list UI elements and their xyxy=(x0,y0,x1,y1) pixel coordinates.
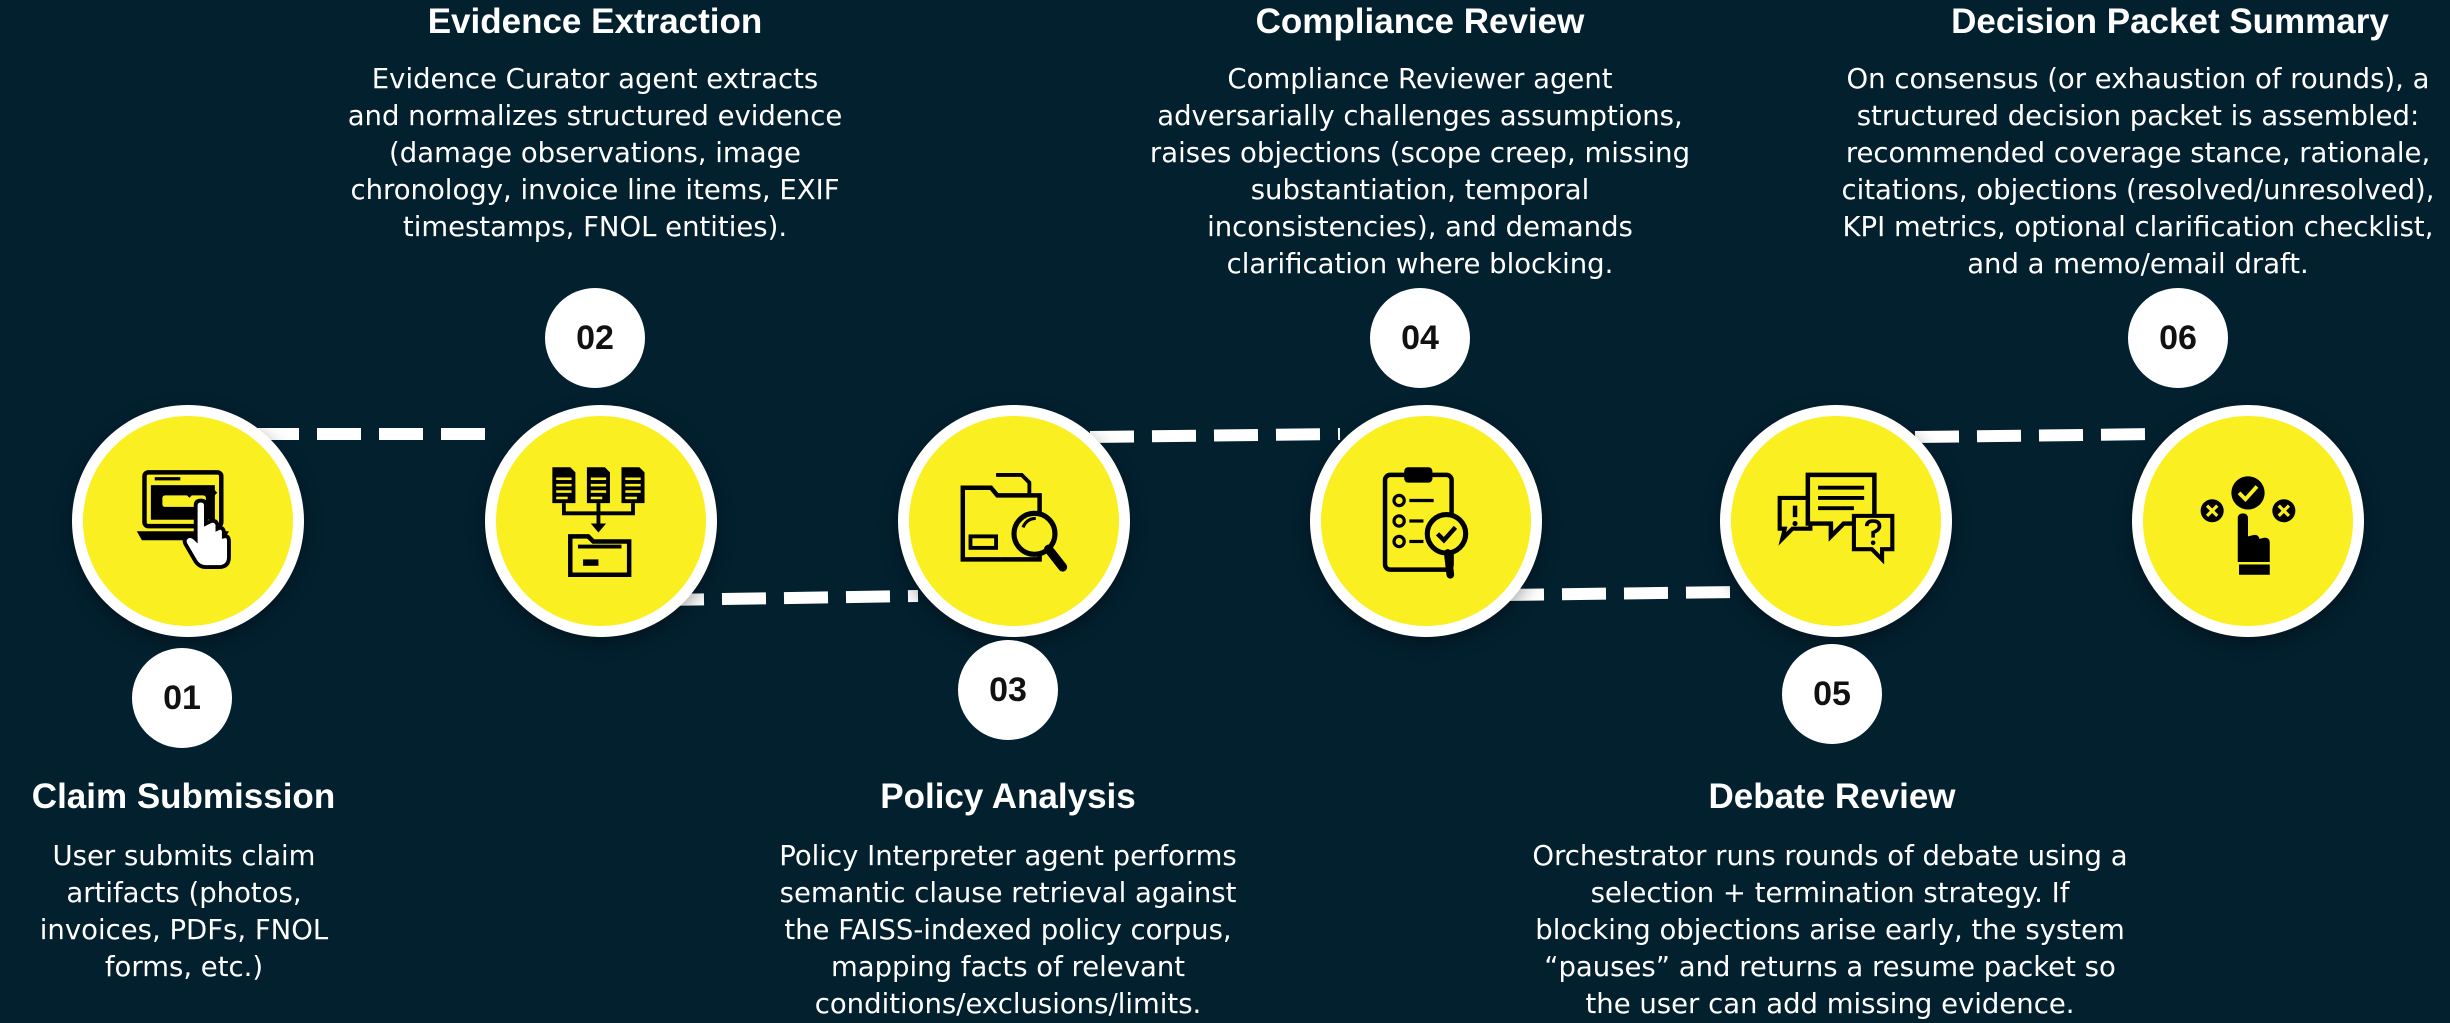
step-02-circle xyxy=(485,405,717,637)
step-03-circle xyxy=(898,405,1130,637)
folder-search-icon xyxy=(960,473,1068,572)
documents-to-folder-icon xyxy=(552,467,645,577)
connector-02-03 xyxy=(659,590,919,606)
step-04-title: Compliance Review xyxy=(1255,2,1585,41)
hand-choose-icon xyxy=(2200,476,2296,575)
step-06-title: Decision Packet Summary xyxy=(1951,2,2389,41)
step-05-circle xyxy=(1720,405,1952,637)
step-01-circle xyxy=(72,405,304,637)
connector-03-04 xyxy=(1089,428,1341,443)
chat-bubbles-icon xyxy=(1777,472,1895,565)
connector-05-06 xyxy=(1914,428,2161,443)
step-03-number-badge: 03 xyxy=(958,640,1058,740)
connector-04-05 xyxy=(1499,586,1741,601)
step-04-number-badge: 04 xyxy=(1370,288,1470,388)
step-03-title: Policy Analysis xyxy=(880,777,1136,816)
step-06-number-badge: 06 xyxy=(2128,288,2228,388)
step-05-description: Orchestrator runs rounds of debate using… xyxy=(1532,840,2128,1020)
step-01-title: Claim Submission xyxy=(31,777,336,816)
step-03-description: Policy Interpreter agent performs semant… xyxy=(779,840,1237,1020)
clipboard-check-icon xyxy=(1382,467,1469,579)
step-02-description: Evidence Curator agent extracts and norm… xyxy=(347,63,843,243)
step-05-number-badge: 05 xyxy=(1782,644,1882,744)
laptop-click-icon xyxy=(136,470,231,569)
step-06-circle xyxy=(2132,405,2364,637)
step-05-title: Debate Review xyxy=(1708,777,1956,816)
step-02-number-badge: 02 xyxy=(545,288,645,388)
step-02-title: Evidence Extraction xyxy=(427,2,763,41)
step-01-number-badge: 01 xyxy=(132,648,232,748)
step-04-description: Compliance Reviewer agent adversarially … xyxy=(1149,63,1691,280)
step-01-description: User submits claim artifacts (photos, in… xyxy=(39,840,329,983)
step-06-description: On consensus (or exhaustion of rounds), … xyxy=(1841,63,2435,280)
step-04-circle xyxy=(1310,405,1542,637)
